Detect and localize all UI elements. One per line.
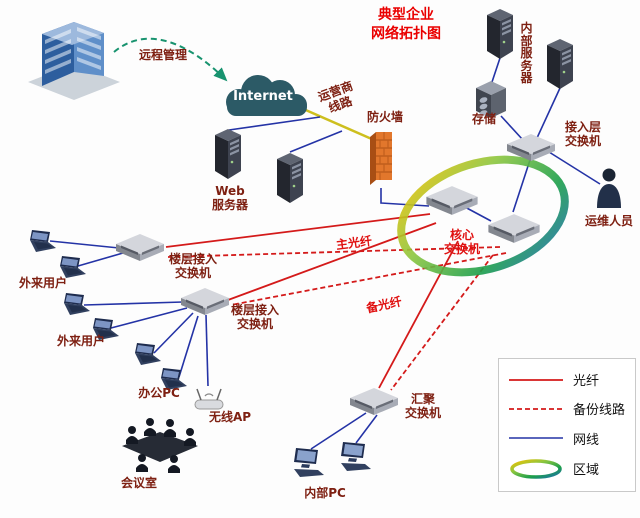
legend-label-zone: 区域 [573, 463, 600, 479]
legend-item-zone: 区域 [507, 458, 627, 480]
floor-access-switch-label-1: 楼层接入 交换机 [168, 252, 217, 281]
lan-link-floorsw2-officepc1 [153, 312, 194, 354]
ops-staff-icon [597, 168, 621, 208]
storage-label: 存储 [471, 112, 496, 126]
internal-pc-icon-1 [294, 448, 324, 477]
lan-link-floorsw1-laptop2 [77, 252, 124, 267]
access-layer-switch-icon [507, 134, 555, 161]
lan-link-floorsw2-laptop3 [83, 301, 184, 306]
legend-item-lan: 网线 [507, 429, 627, 448]
lan-link-web1-uplink [228, 116, 321, 131]
meeting-room-icon [122, 418, 198, 473]
external-user-label-1: 外来用户 [18, 276, 67, 290]
internal-pc-label: 内部PC [304, 486, 346, 500]
web-server-label: Web 服务器 [211, 184, 248, 213]
legend: 光纤 备份线路 网线 区域 [498, 358, 636, 492]
floor-access-switch-label-2: 楼层接入 交换机 [230, 303, 279, 332]
floor-access-switch-icon-1 [116, 234, 164, 261]
headquarters-building-icon [28, 22, 120, 100]
lan-link-core-core [462, 205, 492, 222]
remote-mgmt-label: 远程管理 [138, 48, 187, 62]
access-layer-switch-label: 接入层 交换机 [564, 120, 601, 149]
lan-link-serverA-storage [491, 57, 501, 83]
legend-label-fiber: 光纤 [573, 374, 600, 390]
external-user-laptop-icon-3 [64, 293, 90, 315]
lan-link-accessswitch-ops [548, 151, 601, 185]
backup-link-core-aggswitch [390, 254, 494, 391]
core-switch-icon-2 [488, 214, 540, 243]
office-pc-label: 办公PC [138, 386, 180, 400]
core-switch-label: 核心 交换机 [443, 228, 480, 257]
ops-staff-label: 运维人员 [584, 214, 633, 228]
core-zone-ring [397, 155, 569, 277]
internet-label: Internet [233, 89, 293, 104]
internal-server-icon-1 [487, 9, 513, 59]
lan-link-serverB-accessswitch [536, 87, 561, 139]
web-server-icon-2 [277, 153, 303, 203]
lan-link-floorsw2-ap [205, 314, 209, 387]
lan-link-storage-accessswitch [500, 115, 524, 141]
diagram-title: 典型企业 网络拓扑图 [371, 7, 441, 42]
lan-link-floorsw1-laptop1 [49, 240, 120, 249]
firewall-label: 防火墙 [366, 110, 403, 124]
fiber-link-core-aggswitch [378, 240, 459, 389]
remote-mgmt-link [113, 37, 228, 82]
meeting-room-label: 会议室 [120, 476, 157, 490]
lan-link-web2-uplink [289, 130, 343, 153]
aggregation-switch-icon [350, 388, 398, 415]
backup-link-core-floorsw1 [167, 246, 501, 258]
legend-label-backup: 备份线路 [573, 403, 626, 419]
wireless-ap-label: 无线AP [208, 410, 252, 424]
lan-link-floorsw2-laptop4 [110, 307, 188, 329]
lan-line-sample-icon [509, 437, 563, 439]
external-user-laptop-icon-1 [30, 230, 56, 252]
internal-server-icon-2 [547, 39, 573, 89]
lan-link-accessswitch-core [512, 159, 531, 213]
web-server-icon-1 [215, 129, 241, 179]
wireless-ap-icon [194, 388, 224, 410]
lan-link-aggswitch-pc1 [310, 412, 367, 450]
internal-server-label: 内部服务器 [520, 21, 533, 86]
internal-pc-icon-2 [341, 442, 371, 471]
core-switch-icon-1 [426, 186, 478, 215]
legend-item-backup: 备份线路 [507, 399, 627, 418]
legend-label-lan: 网线 [573, 432, 600, 448]
backup-link-core-floorsw2 [230, 252, 507, 306]
external-user-label-2: 外来用户 [56, 334, 105, 348]
aggregation-switch-label: 汇聚 交换机 [404, 392, 441, 421]
backup-line-sample-icon [509, 407, 563, 410]
zone-ring-sample-icon [510, 459, 562, 479]
office-pc-laptop-icon-1 [135, 343, 161, 365]
fiber-link-core-floorsw1 [165, 213, 431, 248]
lan-link-aggswitch-pc2 [355, 414, 378, 444]
legend-item-fiber: 光纤 [507, 370, 627, 389]
firewall-icon [369, 131, 393, 186]
fiber-line-sample-icon [509, 378, 563, 381]
lan-link-floorsw2-officepc2 [178, 315, 199, 378]
